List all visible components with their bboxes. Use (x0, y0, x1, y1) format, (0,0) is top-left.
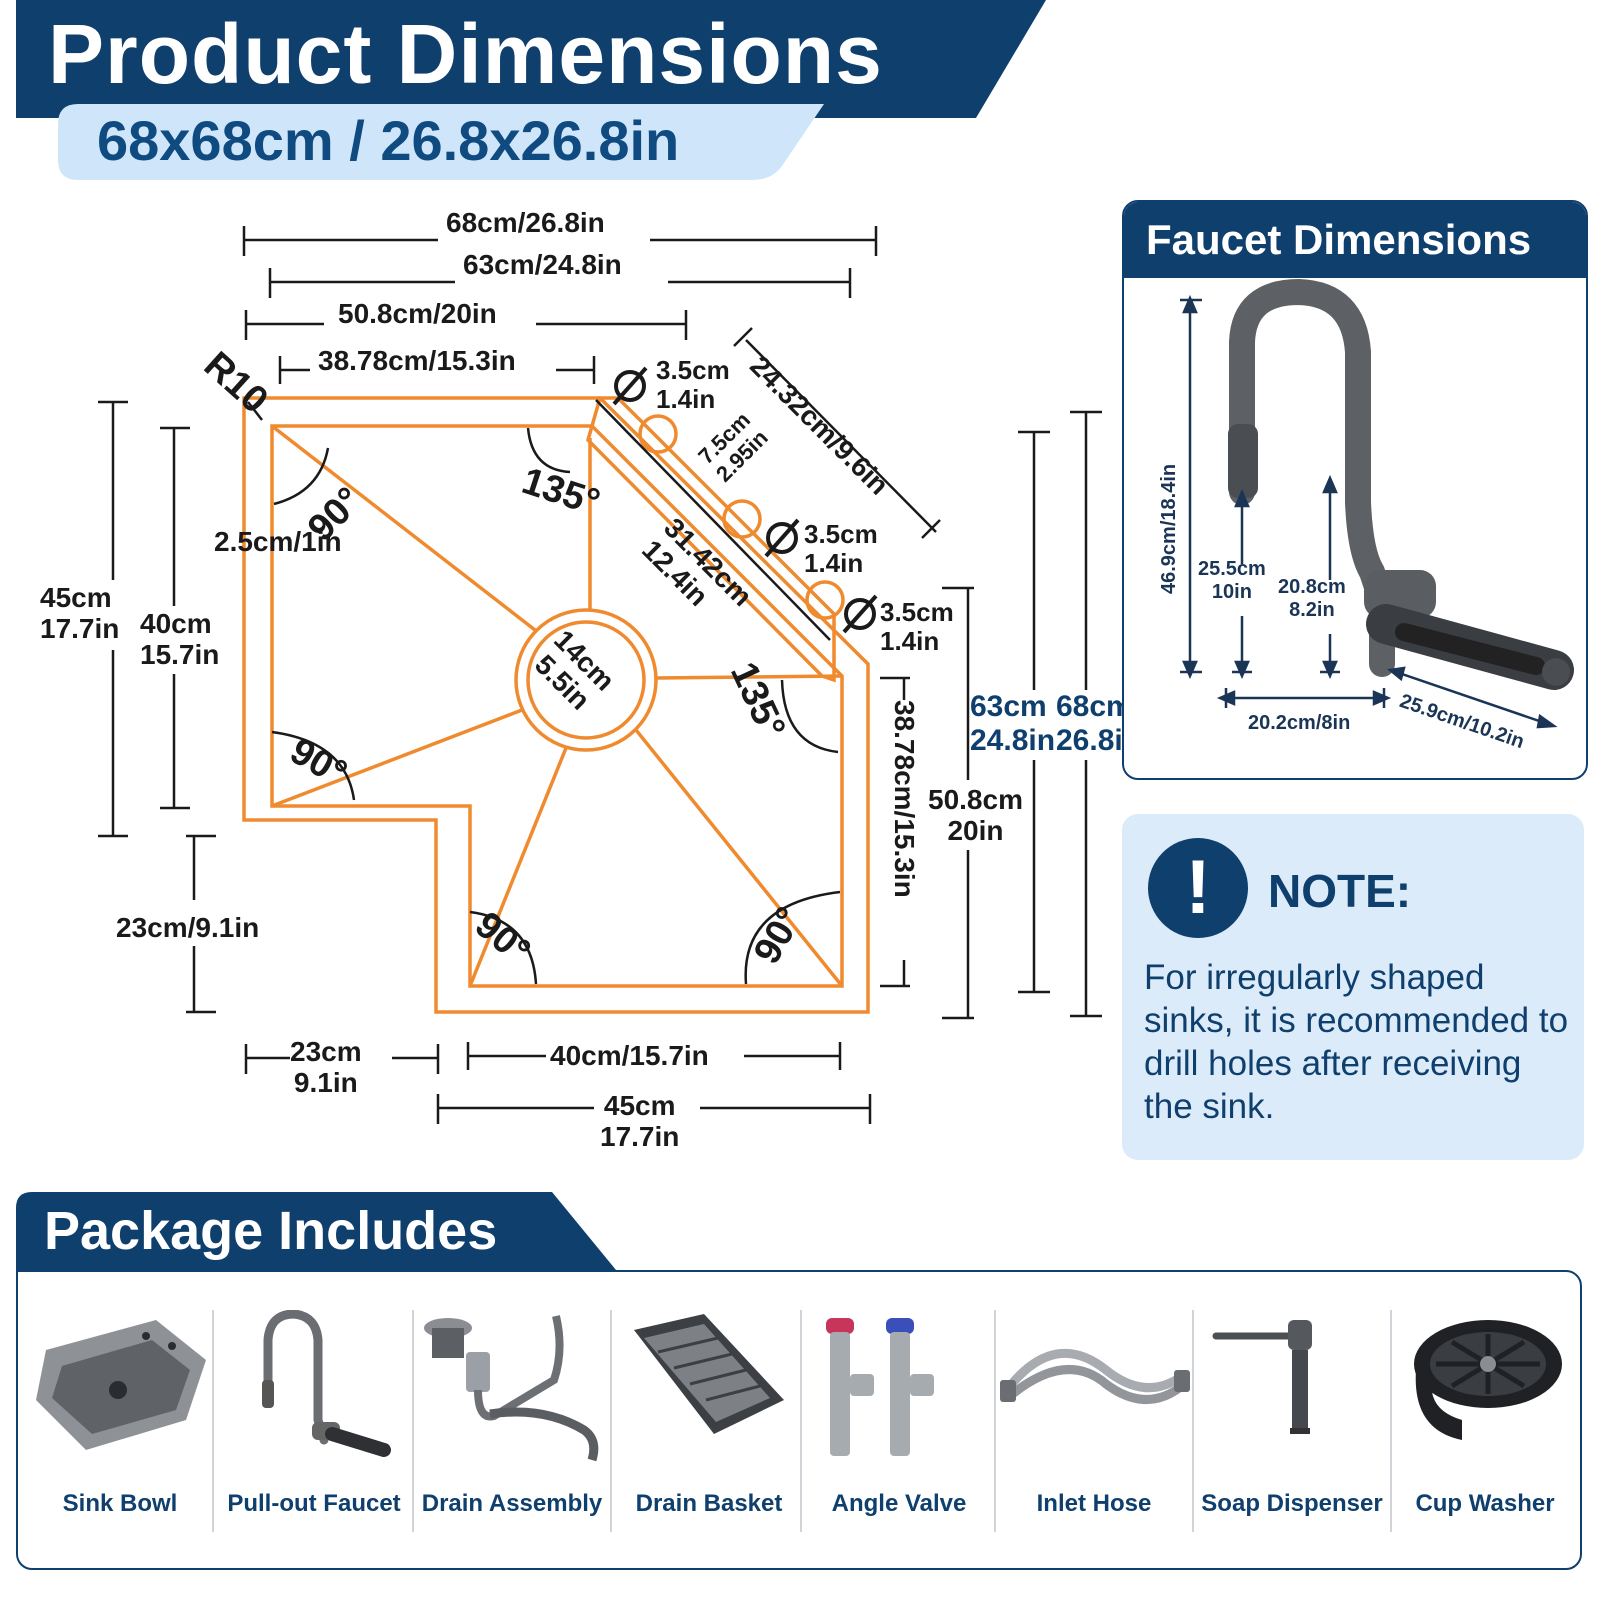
divider (212, 1310, 214, 1532)
drain-basket-icon (634, 1314, 784, 1434)
faucet-dimensions-panel: Faucet Dimensions 46.9cm/18.4in 25.5c (1122, 200, 1588, 780)
exclamation-mark: ! (1185, 845, 1211, 930)
package-item-sink-bowl: Sink Bowl (26, 1310, 214, 1550)
package-label: Cup Washer (1415, 1490, 1555, 1517)
package-label: Sink Bowl (62, 1490, 178, 1517)
divider (994, 1310, 996, 1532)
package-header-banner (16, 1192, 616, 1270)
package-item-angle-valve: Angle Valve (802, 1310, 996, 1550)
dim-top-overall: 68cm/26.8in (446, 207, 605, 238)
package-item-drain-basket: Drain Basket (614, 1310, 804, 1550)
package-item-soap-dispenser: Soap Dispenser (1194, 1310, 1390, 1550)
package-label: Inlet Hose (1036, 1490, 1152, 1517)
page-subtitle: 68x68cm / 26.8x26.8in (97, 109, 680, 172)
faucet-dim-reach: 20.2cm/8in (1248, 712, 1351, 734)
divider (1390, 1310, 1392, 1532)
faucet-dim-height: 46.9cm/18.4in (1158, 463, 1180, 594)
package-items-box (16, 1270, 1582, 1570)
inlet-hose-icon (1000, 1348, 1190, 1404)
dim-bottom-40: 40cm/15.7in (550, 1040, 709, 1071)
note-title: NOTE: (1268, 865, 1412, 917)
faucet-drawing (1180, 278, 1574, 729)
divider (800, 1310, 802, 1532)
faucet-icon (262, 1310, 391, 1457)
dim-top-63: 63cm/24.8in (463, 249, 622, 280)
dim-left-23: 23cm/9.1in (116, 912, 260, 943)
cup-washer-icon (1414, 1320, 1562, 1440)
package-item-cup-washer: Cup Washer (1392, 1310, 1578, 1550)
diameter-symbols (612, 366, 878, 634)
dim-top-3878: 38.78cm/15.3in (318, 345, 516, 376)
dim-top-508: 50.8cm/20in (338, 298, 497, 329)
header-banner (16, 0, 1046, 118)
note-text: For irregularly shaped sinks, it is reco… (1144, 958, 1569, 1126)
page-title: Product Dimensions (48, 7, 883, 101)
package-title: Package Includes (44, 1201, 498, 1261)
package-label: Soap Dispenser (1201, 1490, 1383, 1517)
divider (610, 1310, 612, 1532)
package-label: Pull-out Faucet (227, 1490, 401, 1517)
dim-edge-width: 2.5cm/1in (214, 526, 342, 557)
dimension-lines (98, 226, 1102, 1124)
note-panel: ! NOTE: For irregularly shaped sinks, it… (1122, 814, 1584, 1160)
drain-assembly-icon (424, 1315, 599, 1462)
divider (1192, 1310, 1194, 1532)
subtitle-banner (58, 104, 824, 180)
package-item-faucet: Pull-out Faucet (216, 1310, 412, 1550)
faucet-panel-header (1124, 202, 1586, 278)
package-item-drain-assembly: Drain Assembly (414, 1310, 610, 1550)
soap-dispenser-icon (1212, 1320, 1312, 1434)
package-label: Drain Basket (635, 1490, 783, 1517)
package-label: Angle Valve (831, 1490, 967, 1517)
divider (412, 1310, 414, 1532)
dim-right-3878: 38.78cm/15.3in (889, 700, 920, 898)
package-item-inlet-hose: Inlet Hose (996, 1310, 1192, 1550)
faucet-panel-title: Faucet Dimensions (1146, 216, 1532, 263)
angle-valve-icon (826, 1318, 934, 1456)
exclamation-icon (1148, 838, 1248, 938)
sink-diagram (98, 226, 1102, 1124)
sink-bowl-icon (36, 1320, 206, 1450)
sink-outline (242, 396, 870, 1014)
package-label: Drain Assembly (421, 1490, 603, 1517)
